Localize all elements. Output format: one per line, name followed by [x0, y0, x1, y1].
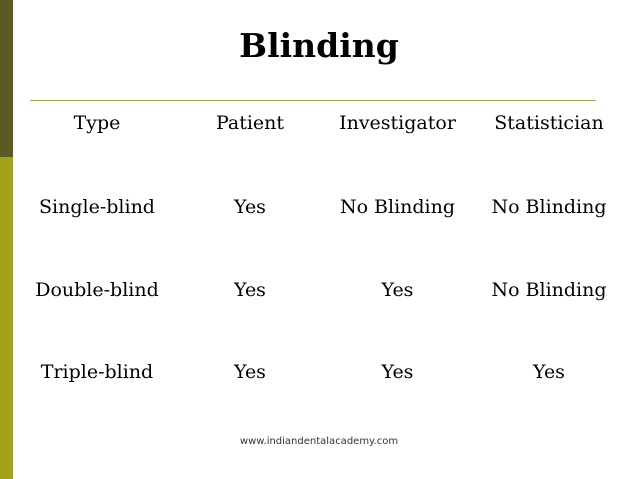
header-statistician: Statistician [494, 112, 604, 134]
row-triple-blind-statistician: Yes [533, 361, 565, 383]
row-double-blind-type: Double-blind [35, 279, 159, 301]
side-accent-bar-bottom [0, 157, 13, 479]
row-single-blind-statistician: No Blinding [491, 196, 607, 218]
row-double-blind-patient: Yes [234, 279, 266, 301]
row-single-blind-type: Single-blind [39, 196, 155, 218]
row-triple-blind-patient: Yes [234, 361, 266, 383]
row-single-blind-patient: Yes [234, 196, 266, 218]
row-triple-blind-investigator: Yes [381, 361, 414, 383]
header-patient: Patient [215, 112, 285, 134]
row-double-blind-statistician: No Blinding [491, 279, 607, 301]
footer-url: www.indiandentalacademy.com [239, 436, 399, 447]
header-investigator: Investigator [339, 112, 456, 134]
title-divider [30, 100, 596, 101]
row-triple-blind-type: Triple-blind [40, 361, 154, 383]
row-double-blind-investigator: Yes [381, 279, 414, 301]
slide-title: Blinding [239, 26, 399, 65]
header-type: Type [73, 112, 121, 134]
side-accent-bar-top [0, 0, 13, 157]
row-single-blind-investigator: No Blinding [339, 196, 456, 218]
